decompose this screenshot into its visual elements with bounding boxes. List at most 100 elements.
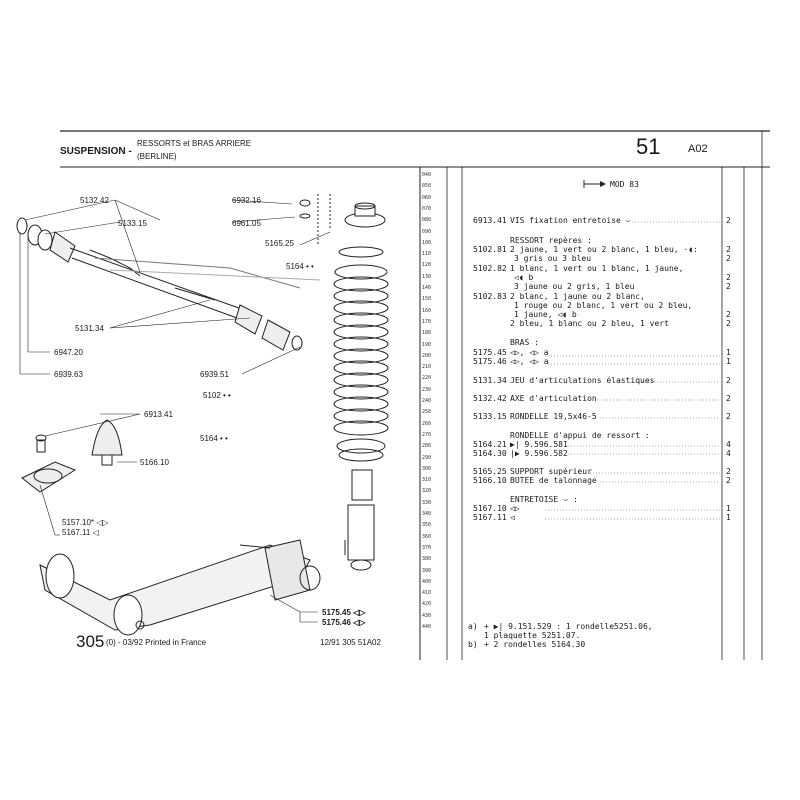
part-desc: ▶| 9.596.581: [510, 440, 568, 449]
left-marker-icon: ◁▷: [510, 504, 520, 513]
row-number: 390: [422, 567, 432, 574]
callout-5132-42: 5132.42: [80, 196, 109, 205]
part-desc: ◁▷, ◁▷ a: [510, 348, 549, 357]
row-number: 190: [422, 341, 432, 348]
row-number: 280: [422, 443, 432, 450]
callout-5164-bottom: 5164 • •: [200, 434, 228, 443]
part-desc: 3 jaune ou 2 gris, 1 bleu: [514, 282, 635, 291]
entretoise-icon: ⌣: [625, 216, 631, 225]
row-number: 290: [422, 454, 432, 461]
callout-5175-46: 5175.46 ◁▷: [322, 618, 366, 627]
bump-stop: [21, 419, 123, 493]
part-ref: 5132.42: [473, 394, 507, 403]
row-number: 110: [422, 251, 432, 258]
part-qty: 2: [726, 376, 731, 385]
row-number: 410: [422, 590, 432, 597]
part-ref: 5175.46: [473, 357, 507, 366]
row-number: 270: [422, 431, 432, 438]
part-qty: 1: [726, 348, 731, 357]
part-ref: 5164.21: [473, 440, 507, 449]
footer-print-info: (0) - 03/92 Printed in France: [106, 638, 207, 647]
part-desc: JEU d'articulations élastiques: [510, 376, 655, 385]
row-number: 360: [422, 533, 432, 540]
part-desc: 1 jaune, ◁◖ b: [514, 310, 577, 319]
part-ref: 5102.81: [473, 245, 507, 254]
plus-icon: +: [484, 640, 489, 649]
callout-6913-41: 6913.41: [144, 410, 173, 419]
callout-5175-45: 5175.45 ◁▷: [322, 608, 366, 617]
row-number: 150: [422, 296, 432, 303]
row-number: 240: [422, 398, 432, 404]
coil-spring: [333, 246, 389, 462]
arrow-icon: |▶: [510, 449, 520, 458]
part-desc: |▶ 9.596.582: [510, 449, 568, 458]
group-heading: RONDELLE d'appui de ressort :: [510, 431, 650, 440]
part-ref: 5165.25: [473, 467, 507, 476]
part-qty: 2: [726, 273, 731, 282]
row-number: 310: [422, 477, 432, 484]
row-number: 100: [422, 239, 432, 246]
callout-6961-05: 6961.05: [232, 219, 261, 228]
row-number: 170: [422, 318, 432, 325]
section-title: SUSPENSION -: [60, 146, 132, 157]
callout-6939-63: 6939.63: [54, 370, 83, 379]
row-number: 090: [422, 228, 432, 235]
row-number: 130: [422, 273, 432, 280]
marker-icon: ◁◖: [514, 273, 524, 282]
row-number: 080: [422, 217, 432, 224]
row-number: 230: [422, 386, 432, 393]
part-desc: 1 blanc, 1 vert ou 1 blanc, 1 jaune,: [510, 264, 684, 273]
marker-icon: ·◖:: [683, 245, 698, 254]
page-number: 51: [636, 134, 661, 159]
group-heading: RESSORT repères :: [510, 236, 592, 245]
part-desc: VIS fixation entretoise ⌣: [510, 216, 631, 225]
part-ref: 5164.30: [473, 449, 507, 458]
part-qty: 2: [726, 319, 731, 328]
row-number: 160: [422, 307, 432, 314]
part-qty: 2: [726, 245, 731, 254]
row-number: 210: [422, 364, 432, 371]
part-qty: 1: [726, 357, 731, 366]
part-desc: 2 jaune, 1 vert ou 2 blanc, 1 bleu, ·◖:: [510, 245, 698, 254]
part-ref: 5175.45: [473, 348, 507, 357]
row-number: 180: [422, 330, 432, 337]
part-desc: AXE d'articulation: [510, 394, 597, 403]
axle-assembly: [16, 217, 321, 351]
side-marker-icon: ◁▷, ◁▷: [510, 348, 539, 357]
group-heading: ENTRETOISE ⌣ :: [510, 495, 578, 504]
callout-5102: 5102 • •: [203, 391, 231, 400]
footnote-a: + ▶| 9.151.529 : 1 rondelle5251.06,: [484, 622, 653, 631]
row-number: 380: [422, 556, 432, 563]
row-number: 350: [422, 522, 432, 529]
row-number: 200: [422, 352, 432, 359]
row-number: 420: [422, 601, 432, 608]
upper-support: [299, 194, 386, 244]
part-qty: 1: [726, 513, 731, 522]
shock-absorber: [344, 469, 375, 571]
footer-catalog-number: 305: [76, 632, 105, 651]
part-qty: 2: [726, 254, 731, 263]
row-number: 340: [422, 511, 432, 517]
row-number: 250: [422, 409, 432, 416]
footnote-b-label: b): [468, 640, 478, 649]
mod-note: MOD 83: [610, 180, 639, 189]
row-number: 050: [422, 183, 432, 190]
section-subtitle: RESSORTS et BRAS ARRIERE: [137, 139, 252, 148]
part-qty: 2: [726, 467, 731, 476]
side-marker-icon: ◁▷, ◁▷: [510, 357, 539, 366]
part-desc: ◁▷, ◁▷ a: [510, 357, 549, 366]
group-heading: BRAS :: [510, 338, 539, 347]
part-qty: 1: [726, 504, 731, 513]
callout-5165-25: 5165.25: [265, 239, 294, 248]
marker-icon: ◁◖: [557, 310, 567, 319]
footer-code: 12/91 305 51A02: [320, 638, 381, 647]
callout-5166-10: 5166.10: [140, 458, 169, 467]
row-number: 120: [422, 262, 432, 269]
page-code: A02: [688, 143, 708, 155]
row-number: 220: [422, 375, 432, 382]
part-qty: 2: [726, 412, 731, 421]
part-ref: 5133.15: [473, 412, 507, 421]
row-number: 320: [422, 488, 432, 495]
